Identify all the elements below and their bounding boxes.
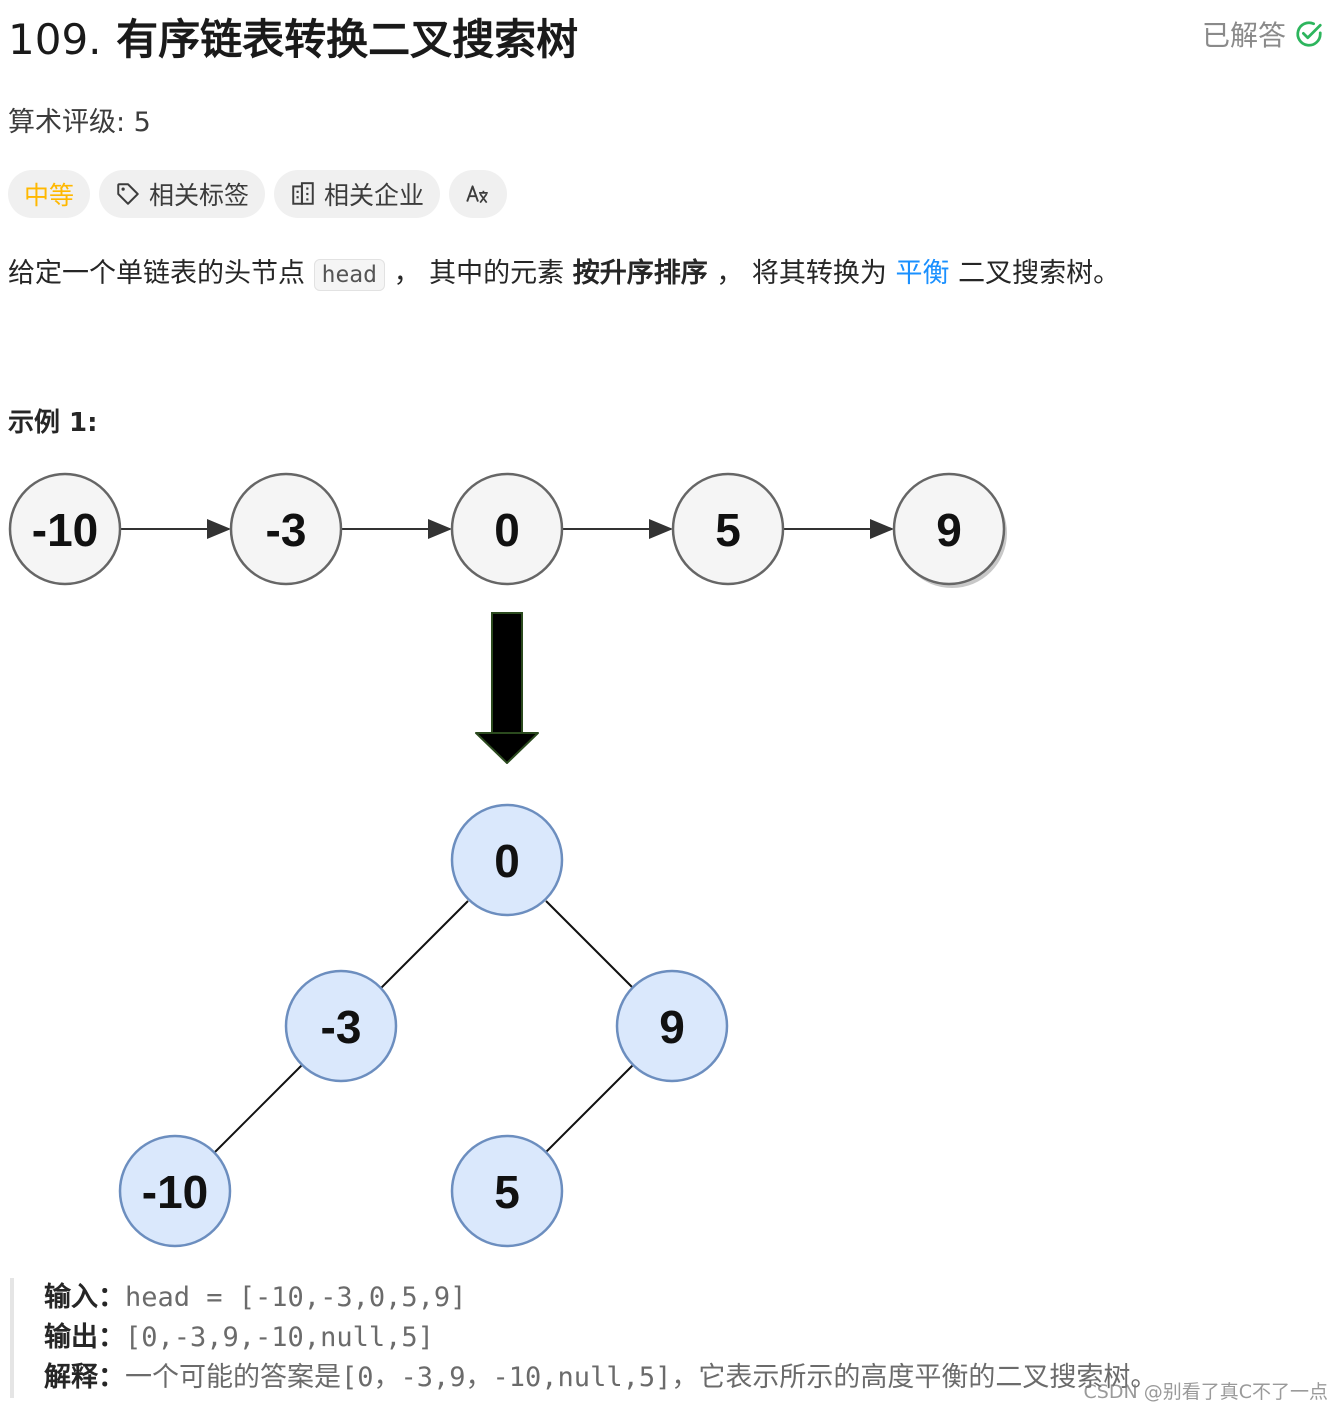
watermark: CSDN @别看了真C不了一点 xyxy=(1083,1381,1328,1403)
difficulty-label: 中等 xyxy=(24,181,75,210)
tree-node-label: 5 xyxy=(494,1166,520,1218)
related-companies-button[interactable]: 相关企业 xyxy=(274,170,441,218)
problem-title: 109. 有序链表转换二叉搜索树 xyxy=(8,6,578,67)
example-diagram: -10 -3 0 5 9 0 xyxy=(8,472,1007,1248)
output-line: 输出：[0,-3,9,-10,null,5] xyxy=(44,1318,1157,1358)
solved-label: 已解答 xyxy=(1201,19,1286,52)
problem-number: 109. xyxy=(8,15,102,64)
output-value: [0,-3,9,-10,null,5] xyxy=(125,1322,434,1353)
difficulty-tag[interactable]: 中等 xyxy=(8,170,91,218)
translate-button[interactable] xyxy=(449,170,508,218)
balanced-link[interactable]: 平衡 xyxy=(895,258,950,289)
list-node-label: 0 xyxy=(494,504,520,556)
tree-node-label: 0 xyxy=(494,835,520,887)
related-tags-label: 相关标签 xyxy=(149,181,250,210)
explanation-text: 一个可能的答案是 xyxy=(125,1362,341,1393)
solved-status: 已解答 xyxy=(1202,14,1324,54)
description-text: 给定一个单链表的头节点 xyxy=(8,258,314,289)
rating: 算术评级: 5 xyxy=(8,107,151,138)
tree-node-label: -3 xyxy=(321,1001,362,1053)
explanation-label: 解释： xyxy=(44,1362,125,1393)
input-label: 输入： xyxy=(44,1282,125,1313)
input-line: 输入：head = [-10,-3,0,5,9] xyxy=(44,1278,1157,1318)
description-text: ， 其中的元素 xyxy=(384,258,573,289)
related-companies-label: 相关企业 xyxy=(324,181,425,210)
list-node-label: 9 xyxy=(936,504,962,556)
binary-search-tree: 0 -3 9 -10 5 xyxy=(118,803,729,1248)
list-node: 9 xyxy=(892,472,1007,588)
tree-node: 5 xyxy=(450,1134,564,1248)
tree-node-label: 9 xyxy=(659,1001,685,1053)
down-arrow-icon xyxy=(475,612,539,764)
example-io-block: 输入：head = [-10,-3,0,5,9] 输出：[0,-3,9,-10,… xyxy=(10,1278,1157,1398)
problem-name: 有序链表转换二叉搜索树 xyxy=(116,15,579,64)
check-circle-icon xyxy=(1296,21,1322,47)
description-text: 二叉搜索树。 xyxy=(949,258,1121,289)
building-icon xyxy=(292,182,314,205)
tag-bar: 中等 相关标签 相关企业 xyxy=(8,170,508,218)
description-bold: 按升序排序 xyxy=(572,258,708,289)
example-title: 示例 1: xyxy=(8,408,98,438)
tag-icon xyxy=(117,183,139,205)
list-node-label: -3 xyxy=(266,504,307,556)
list-node: 5 xyxy=(671,472,785,586)
tree-node: 0 xyxy=(450,803,564,917)
input-value: head = [-10,-3,0,5,9] xyxy=(125,1282,467,1313)
list-node: -3 xyxy=(229,472,343,586)
tree-node-label: -10 xyxy=(142,1166,208,1218)
translate-icon xyxy=(466,185,488,204)
explanation-line: 解释：一个可能的答案是[0，-3,9，-10,null,5]，它表示所示的高度平… xyxy=(44,1358,1157,1398)
explanation-text: ，它表示所示的高度平衡的二叉搜索树。 xyxy=(671,1362,1158,1393)
list-node: -10 xyxy=(8,472,122,586)
explanation-code: [0，-3,9，-10,null,5] xyxy=(341,1362,672,1393)
problem-description: 给定一个单链表的头节点 head ， 其中的元素 按升序排序 ， 将其转换为 平… xyxy=(8,252,1120,297)
tree-node: 9 xyxy=(615,969,729,1083)
list-node: 0 xyxy=(450,472,564,586)
tree-node: -3 xyxy=(284,969,398,1083)
tree-node: -10 xyxy=(118,1134,232,1248)
list-node-label: 5 xyxy=(715,504,741,556)
description-text: ， 将其转换为 xyxy=(707,258,896,289)
related-tags-button[interactable]: 相关标签 xyxy=(99,170,266,218)
output-label: 输出： xyxy=(44,1322,125,1353)
linked-list: -10 -3 0 5 9 xyxy=(8,472,1007,588)
inline-code-head: head xyxy=(313,259,385,291)
list-node-label: -10 xyxy=(32,504,98,556)
